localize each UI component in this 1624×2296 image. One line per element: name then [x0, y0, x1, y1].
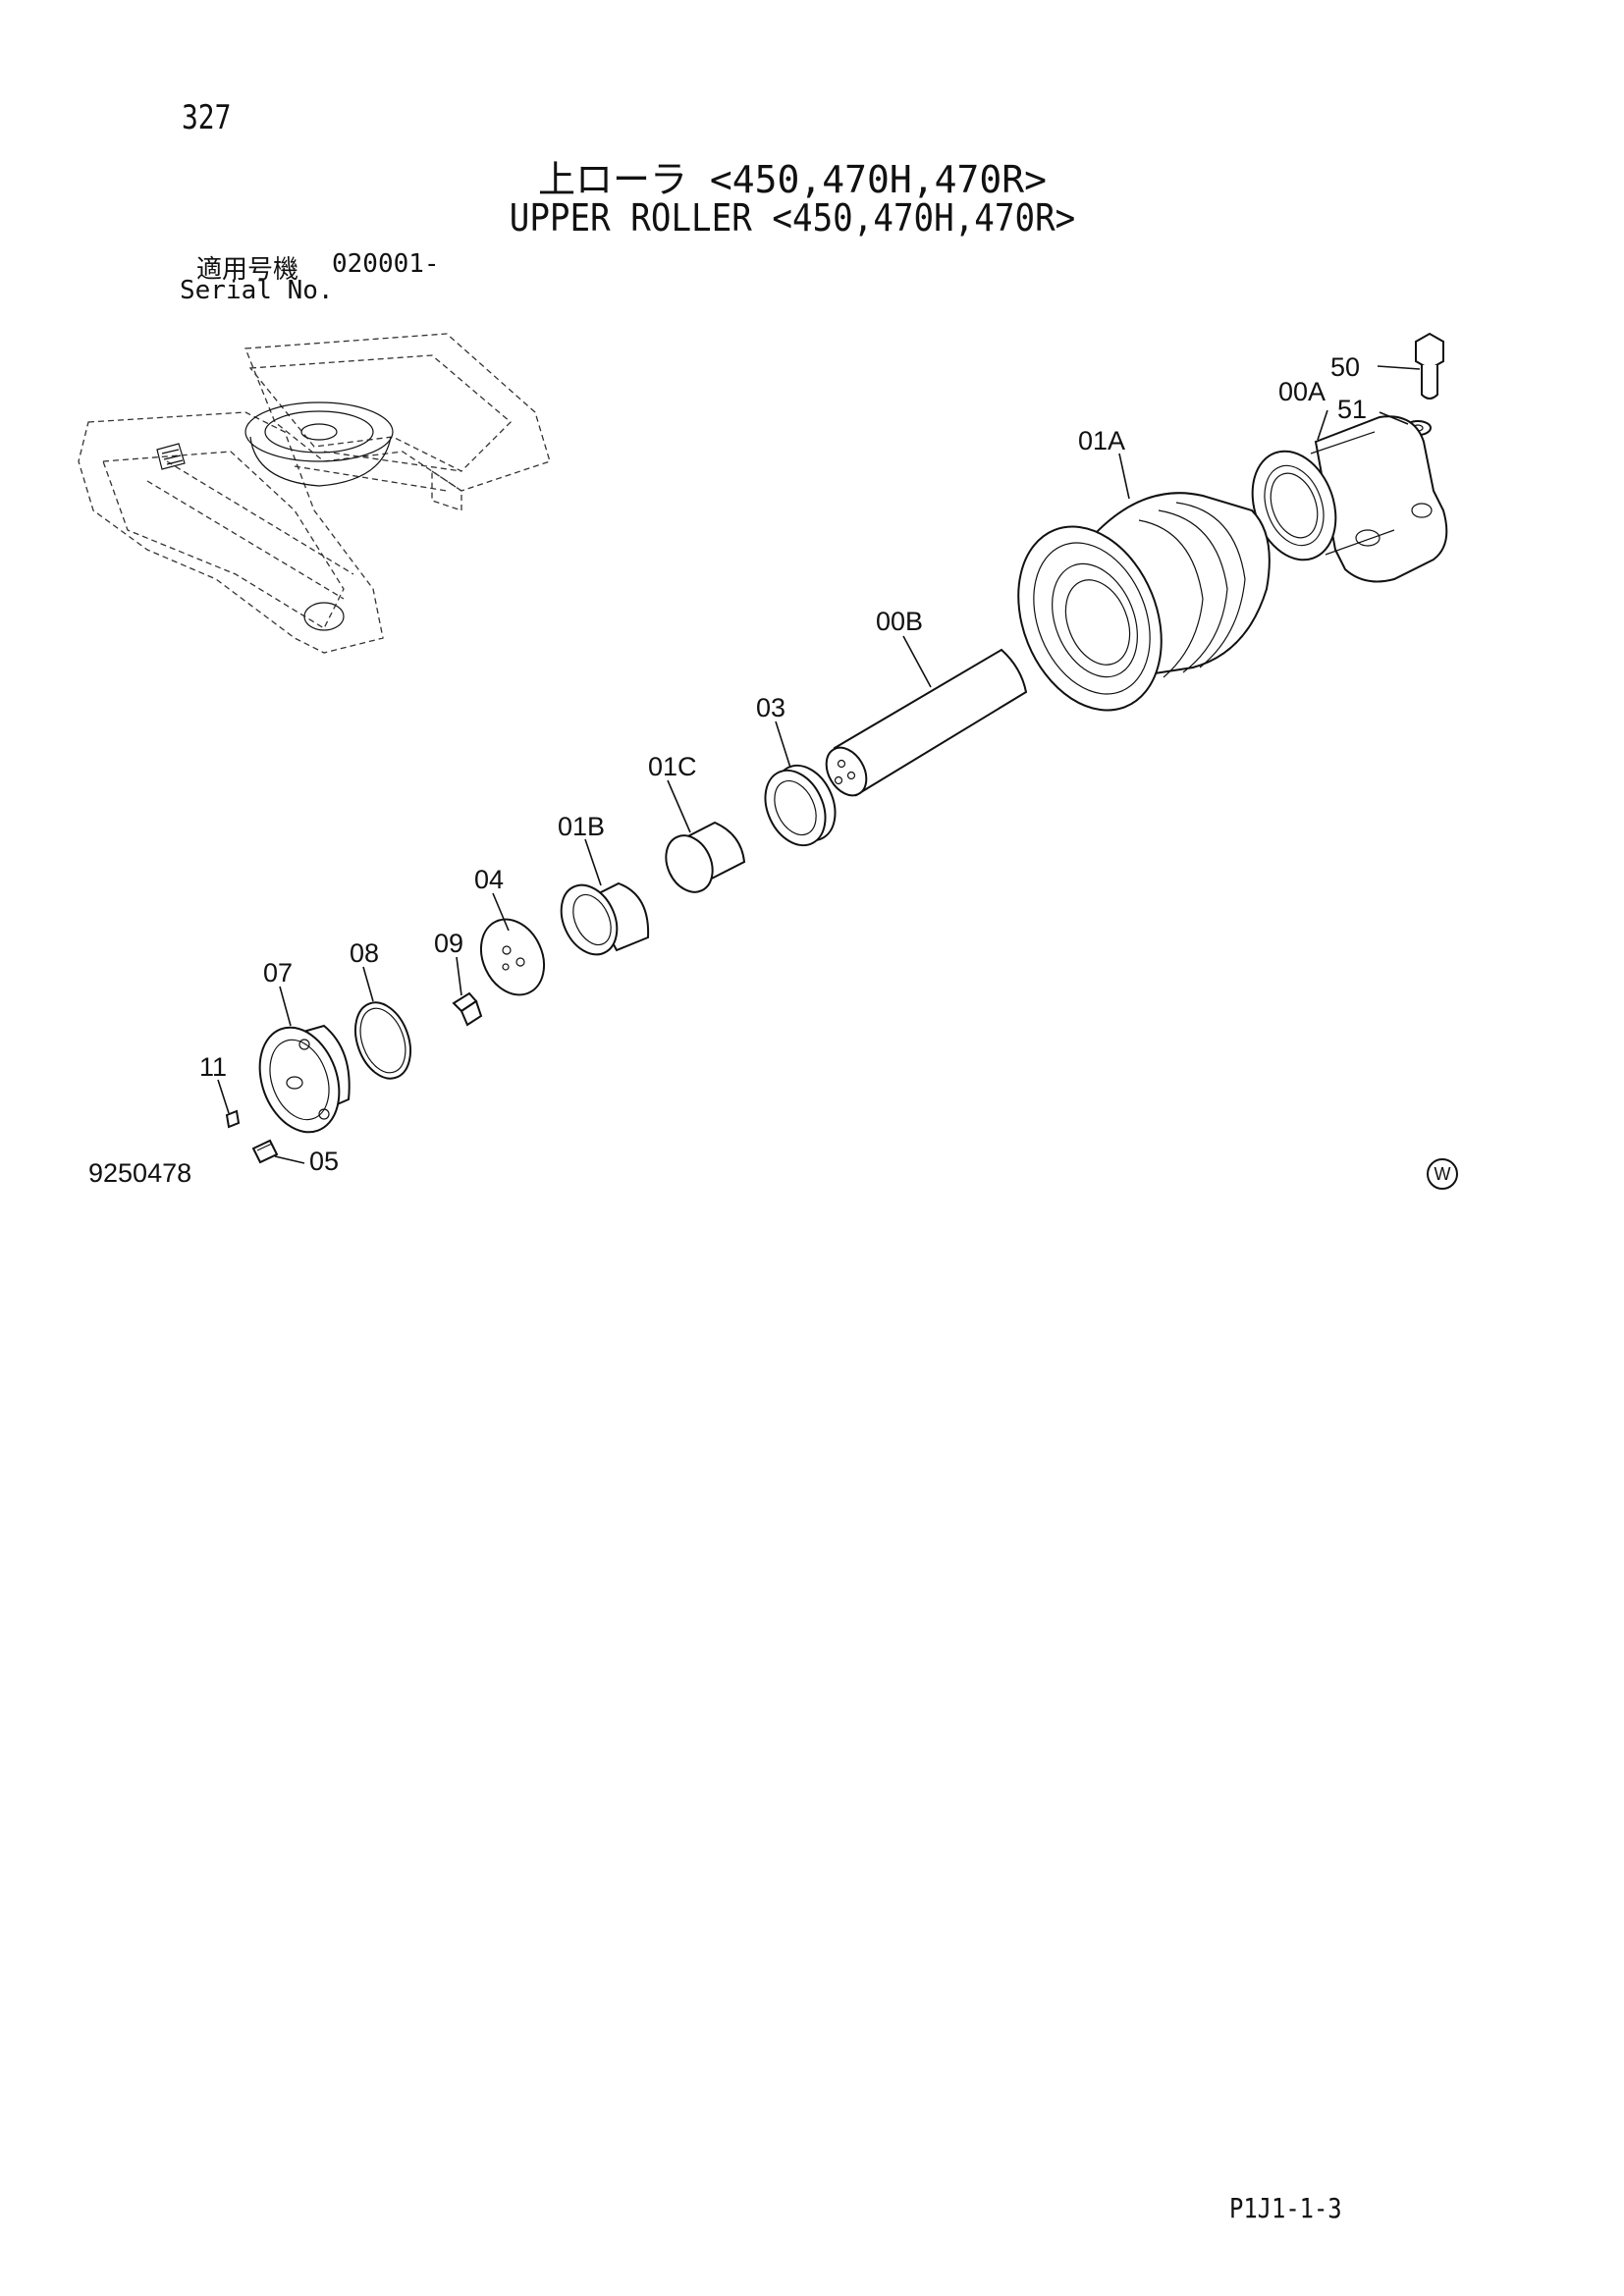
- serial-label-english: Serial No.: [180, 276, 334, 305]
- serial-code: 020001-: [332, 249, 440, 279]
- callout-50: 50: [1330, 352, 1360, 382]
- callout-01A: 01A: [1078, 426, 1125, 455]
- exploded-parts-diagram: 50 00A 51 01A 00B 03 01C 01B 04 09 08 07…: [78, 332, 1448, 1176]
- title-japanese: 上ローラ <450,470H,470R>: [537, 158, 1048, 201]
- part-00B-shaft: [825, 648, 1028, 797]
- callout-04: 04: [474, 865, 504, 894]
- part-03-seal: [764, 764, 837, 847]
- callout-51: 51: [1337, 395, 1367, 424]
- part-05-bolt: [251, 1139, 279, 1164]
- callout-03: 03: [756, 693, 785, 722]
- leader-lines: [217, 365, 1421, 1164]
- callout-00B: 00B: [876, 607, 923, 636]
- title-english: UPPER ROLLER <450,470H,470R>: [509, 196, 1076, 240]
- footer-page-code: P1J1-1-3: [1229, 2192, 1342, 2224]
- part-01C-bushing: [665, 821, 746, 893]
- part-50-bolt: [1415, 332, 1444, 400]
- w-circle-mark: W: [1427, 1158, 1458, 1190]
- part-01B-flanged-bushing: [560, 881, 650, 956]
- part-01A-roller: [1017, 492, 1271, 712]
- part-07-cover: [258, 1024, 351, 1134]
- part-09-bolt: [452, 991, 483, 1027]
- callout-01C: 01C: [648, 752, 697, 781]
- callout-08: 08: [350, 938, 379, 968]
- callout-05: 05: [309, 1147, 339, 1176]
- callout-00A: 00A: [1278, 377, 1326, 406]
- part-11-plug: [225, 1109, 241, 1129]
- callout-01B: 01B: [558, 812, 605, 841]
- part-04-thrust-plate: [479, 918, 546, 996]
- part-00A-bracket: [1251, 415, 1448, 583]
- callout-07: 07: [263, 958, 293, 988]
- undercarriage-overview-sketch: [78, 333, 551, 654]
- page-number: 327: [182, 98, 232, 137]
- part-08-o-ring: [353, 1001, 412, 1080]
- drawing-number: 9250478: [88, 1158, 192, 1188]
- callout-09: 09: [434, 929, 463, 958]
- callout-11: 11: [199, 1052, 227, 1082]
- serial-label-japanese: 適用号機: [196, 255, 299, 285]
- callout-labels: 50 00A 51 01A 00B 03 01C 01B 04 09 08 07…: [199, 352, 1367, 1176]
